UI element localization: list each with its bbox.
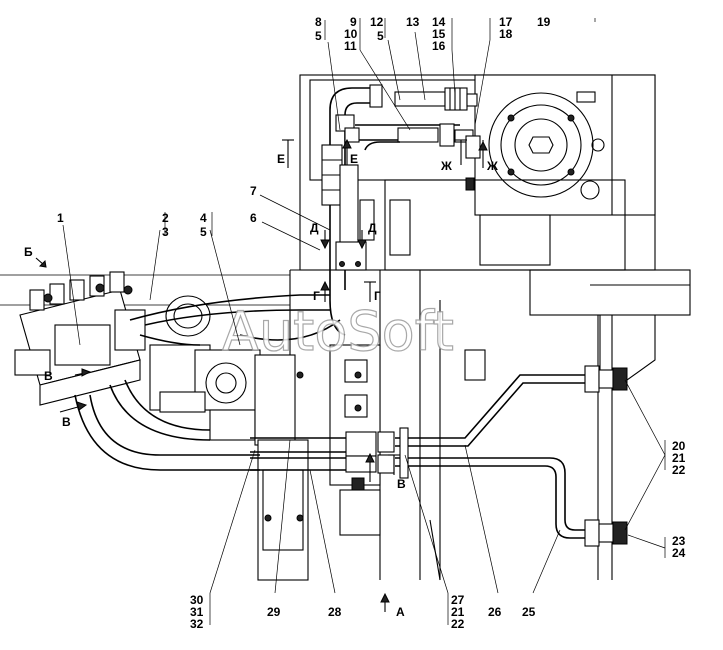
section-V-1: В (44, 369, 53, 383)
leader-lines (62, 18, 666, 625)
callout-3: 3 (162, 225, 169, 239)
callout-27: 27 (451, 593, 465, 607)
callout-23: 23 (672, 534, 686, 548)
callout-12: 12 (370, 15, 384, 29)
callout-20: 20 (672, 439, 686, 453)
section-V-2: В (62, 415, 71, 429)
callout-29: 29 (267, 605, 281, 619)
lower-pipes (250, 365, 628, 547)
pump-unit (149, 344, 381, 581)
callout-22: 22 (672, 463, 686, 477)
chassis-frame (0, 74, 691, 581)
callout-13: 13 (406, 15, 420, 29)
section-D-1: Д (310, 221, 319, 235)
section-G-1: Г (313, 289, 320, 303)
callout-2: 2 (162, 211, 169, 225)
callout-24: 24 (672, 546, 686, 560)
callout-28: 28 (328, 605, 342, 619)
callout-17: 17 (499, 15, 513, 29)
callout-31: 31 (190, 605, 204, 619)
hoses (74, 294, 341, 471)
hydraulic-distributor (14, 271, 211, 406)
callout-5: 5 (315, 29, 322, 43)
callout-19: 19 (537, 15, 551, 29)
callout-7: 7 (250, 184, 257, 198)
callout-32: 32 (190, 617, 204, 631)
callout-5: 5 (377, 29, 384, 43)
section-arrows (35, 138, 488, 612)
callout-16: 16 (432, 39, 446, 53)
callout-10: 10 (344, 27, 358, 41)
section-V-3: В (397, 477, 406, 491)
callout-22: 22 (451, 617, 465, 631)
callout-4: 4 (200, 211, 207, 225)
section-B: Б (24, 245, 33, 259)
callout-18: 18 (499, 27, 513, 41)
section-Zh-1: Ж (440, 159, 452, 173)
callout-14: 14 (432, 15, 446, 29)
callout-6: 6 (250, 211, 257, 225)
watermark: AutoSoft (222, 300, 454, 363)
section-E-1: Е (277, 152, 285, 166)
section-letters: А Б В В В Г Г Д Д Е Е Ж Ж (24, 152, 498, 619)
callout-8: 8 (315, 15, 322, 29)
callout-26: 26 (488, 605, 502, 619)
callout-25: 25 (522, 605, 536, 619)
callout-21: 21 (672, 451, 686, 465)
callout-1: 1 (57, 211, 64, 225)
callout-30: 30 (190, 593, 204, 607)
callout-5: 5 (200, 225, 207, 239)
section-E-2: Е (350, 152, 358, 166)
callout-15: 15 (432, 27, 446, 41)
section-Zh-2: Ж (486, 159, 498, 173)
callout-9: 9 (350, 15, 357, 29)
callout-21: 21 (451, 605, 465, 619)
section-G-2: Г (374, 289, 381, 303)
upper-pipework (321, 84, 481, 336)
section-D-2: Д (368, 221, 377, 235)
callout-labels: 1 2 3 4 5 6 7 8 5 9 10 11 12 5 13 14 15 … (57, 15, 686, 631)
section-A: А (396, 605, 405, 619)
callout-11: 11 (344, 39, 357, 53)
